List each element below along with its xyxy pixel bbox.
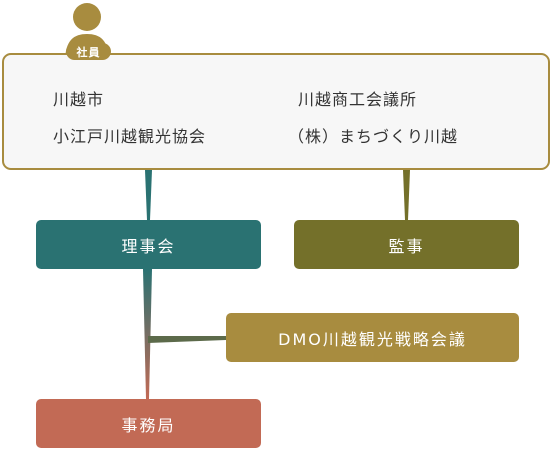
members-box: [2, 53, 550, 170]
member-machizukuri-kawagoe: （株）まちづくり川越: [288, 127, 459, 146]
secretariat-box: 事務局: [36, 399, 261, 448]
member-chamber-of-commerce: 川越商工会議所: [298, 90, 418, 109]
member-tag: 社員: [66, 43, 111, 60]
line-board-office: [143, 269, 152, 399]
board-box: 理事会: [36, 220, 261, 269]
line-branch-dmo: [148, 336, 226, 343]
member-tourism-association: 小江戸川越観光協会: [53, 127, 207, 146]
dmo-strategy-box: DMO川越観光戦略会議: [226, 313, 519, 362]
member-kawagoe-city: 川越市: [53, 90, 105, 109]
auditor-box: 監事: [294, 220, 519, 269]
line-members-auditor: [403, 170, 410, 220]
line-members-board: [145, 170, 152, 220]
